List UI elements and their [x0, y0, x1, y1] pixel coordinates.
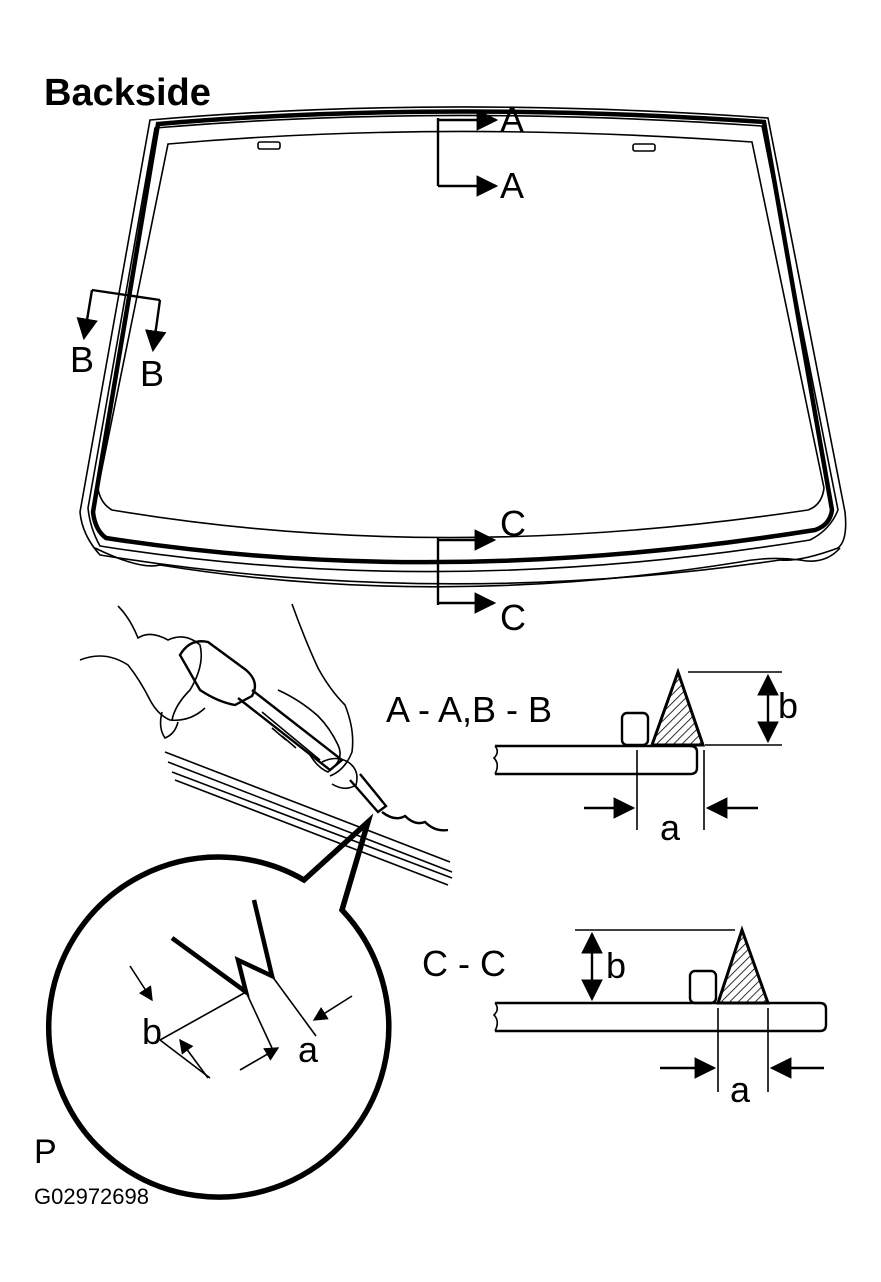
section-a-marker — [436, 109, 499, 197]
section-view-ab-label: A - A,B - B — [386, 689, 552, 730]
section-c-bottom-label: C — [500, 597, 526, 638]
diagram-title: Backside — [44, 72, 211, 114]
sealant-gun-illustration — [79, 603, 453, 886]
cc-dimension-a: a — [730, 1069, 751, 1110]
section-b-right-label: B — [140, 353, 164, 394]
ab-dimension-a: a — [660, 807, 681, 848]
section-a-top-label: A — [500, 99, 524, 140]
detail-dimension-b: b — [142, 1011, 162, 1052]
section-a-bottom-label: A — [500, 165, 524, 206]
section-view-ab — [492, 667, 782, 830]
cc-dimension-b: b — [606, 945, 626, 986]
section-c-top-label: C — [500, 503, 526, 544]
detail-dimension-a: a — [298, 1029, 319, 1070]
section-b-marker — [76, 288, 167, 353]
ab-dimension-b: b — [778, 685, 798, 726]
section-c-marker — [436, 529, 497, 614]
section-view-cc-label: C - C — [422, 943, 506, 984]
detail-callout — [45, 813, 392, 1200]
figure-code: G02972698 — [34, 1184, 149, 1209]
windshield-glass — [79, 106, 847, 588]
corner-letter: P — [34, 1133, 57, 1171]
section-view-cc — [492, 925, 828, 1092]
section-b-left-label: B — [70, 339, 94, 380]
